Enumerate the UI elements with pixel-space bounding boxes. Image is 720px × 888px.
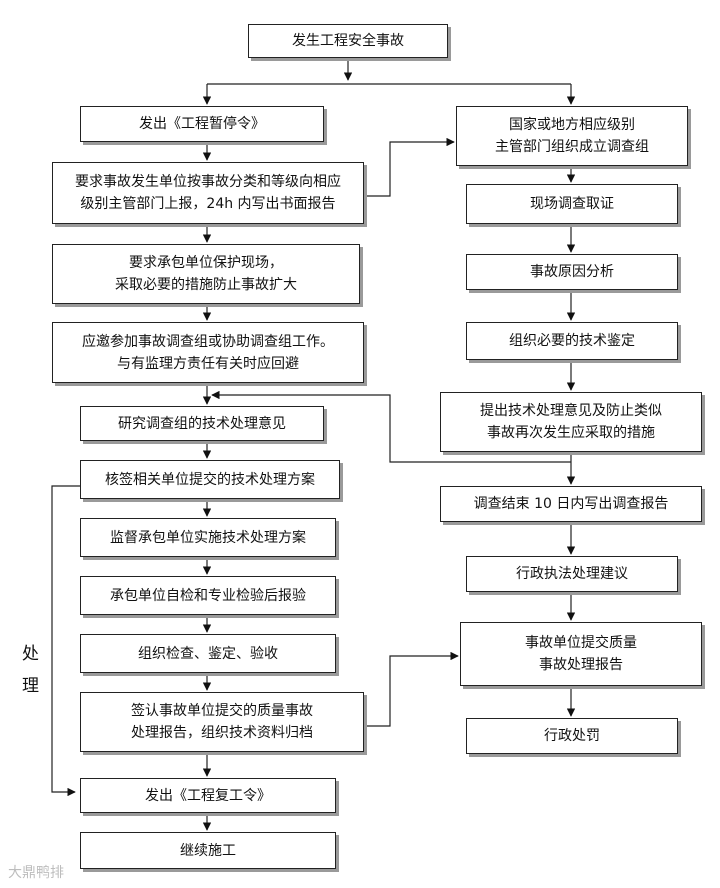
node-protect: 要求承包单位保护现场， 采取必要的措施防止事故扩大 bbox=[52, 244, 360, 304]
edge-feedback-to-study bbox=[211, 390, 571, 463]
watermark: 大鼎鸭排 bbox=[8, 865, 64, 881]
node-start: 发生工程安全事故 bbox=[248, 24, 448, 58]
node-self-check: 承包单位自检和专业检验后报验 bbox=[80, 576, 336, 615]
node-report10: 调查结束 10 日内写出调查报告 bbox=[440, 486, 702, 522]
side-label-li: 理 bbox=[22, 676, 39, 696]
node-supervise: 监督承包单位实施技术处理方案 bbox=[80, 518, 336, 557]
node-measures: 提出技术处理意见及防止类似 事故再次发生应采取的措施 bbox=[440, 392, 702, 452]
node-appraisal: 组织必要的技术鉴定 bbox=[466, 322, 678, 360]
node-stop-order: 发出《工程暂停令》 bbox=[80, 106, 324, 142]
node-cause: 事故原因分析 bbox=[466, 254, 678, 290]
edge-signreport-to-quality bbox=[364, 651, 459, 727]
node-inspect: 组织检查、鉴定、验收 bbox=[80, 634, 336, 673]
node-continue: 继续施工 bbox=[80, 832, 336, 869]
node-penalty: 行政处罚 bbox=[466, 718, 678, 754]
node-study: 研究调查组的技术处理意见 bbox=[80, 406, 324, 441]
node-evidence: 现场调查取证 bbox=[466, 184, 678, 224]
node-sign-plan: 核签相关单位提交的技术处理方案 bbox=[80, 460, 340, 499]
edge-process-loop bbox=[51, 485, 80, 797]
node-quality-report: 事故单位提交质量 事故处理报告 bbox=[460, 622, 702, 686]
node-join: 应邀参加事故调查组或协助调查组工作。 与有监理方责任有关时应回避 bbox=[52, 322, 364, 383]
node-report: 要求事故发生单位按事故分类和等级向相应 级别主管部门上报，24h 内写出书面报告 bbox=[52, 162, 364, 224]
side-label-chu: 处 bbox=[22, 644, 39, 664]
node-gov-group: 国家或地方相应级别 主管部门组织成立调查组 bbox=[456, 106, 688, 166]
node-admin-advice: 行政执法处理建议 bbox=[466, 556, 678, 592]
edge-report-to-group bbox=[364, 137, 455, 197]
node-sign-report: 签认事故单位提交的质量事故 处理报告，组织技术资料归档 bbox=[80, 692, 364, 752]
node-resume-order: 发出《工程复工令》 bbox=[80, 778, 336, 813]
